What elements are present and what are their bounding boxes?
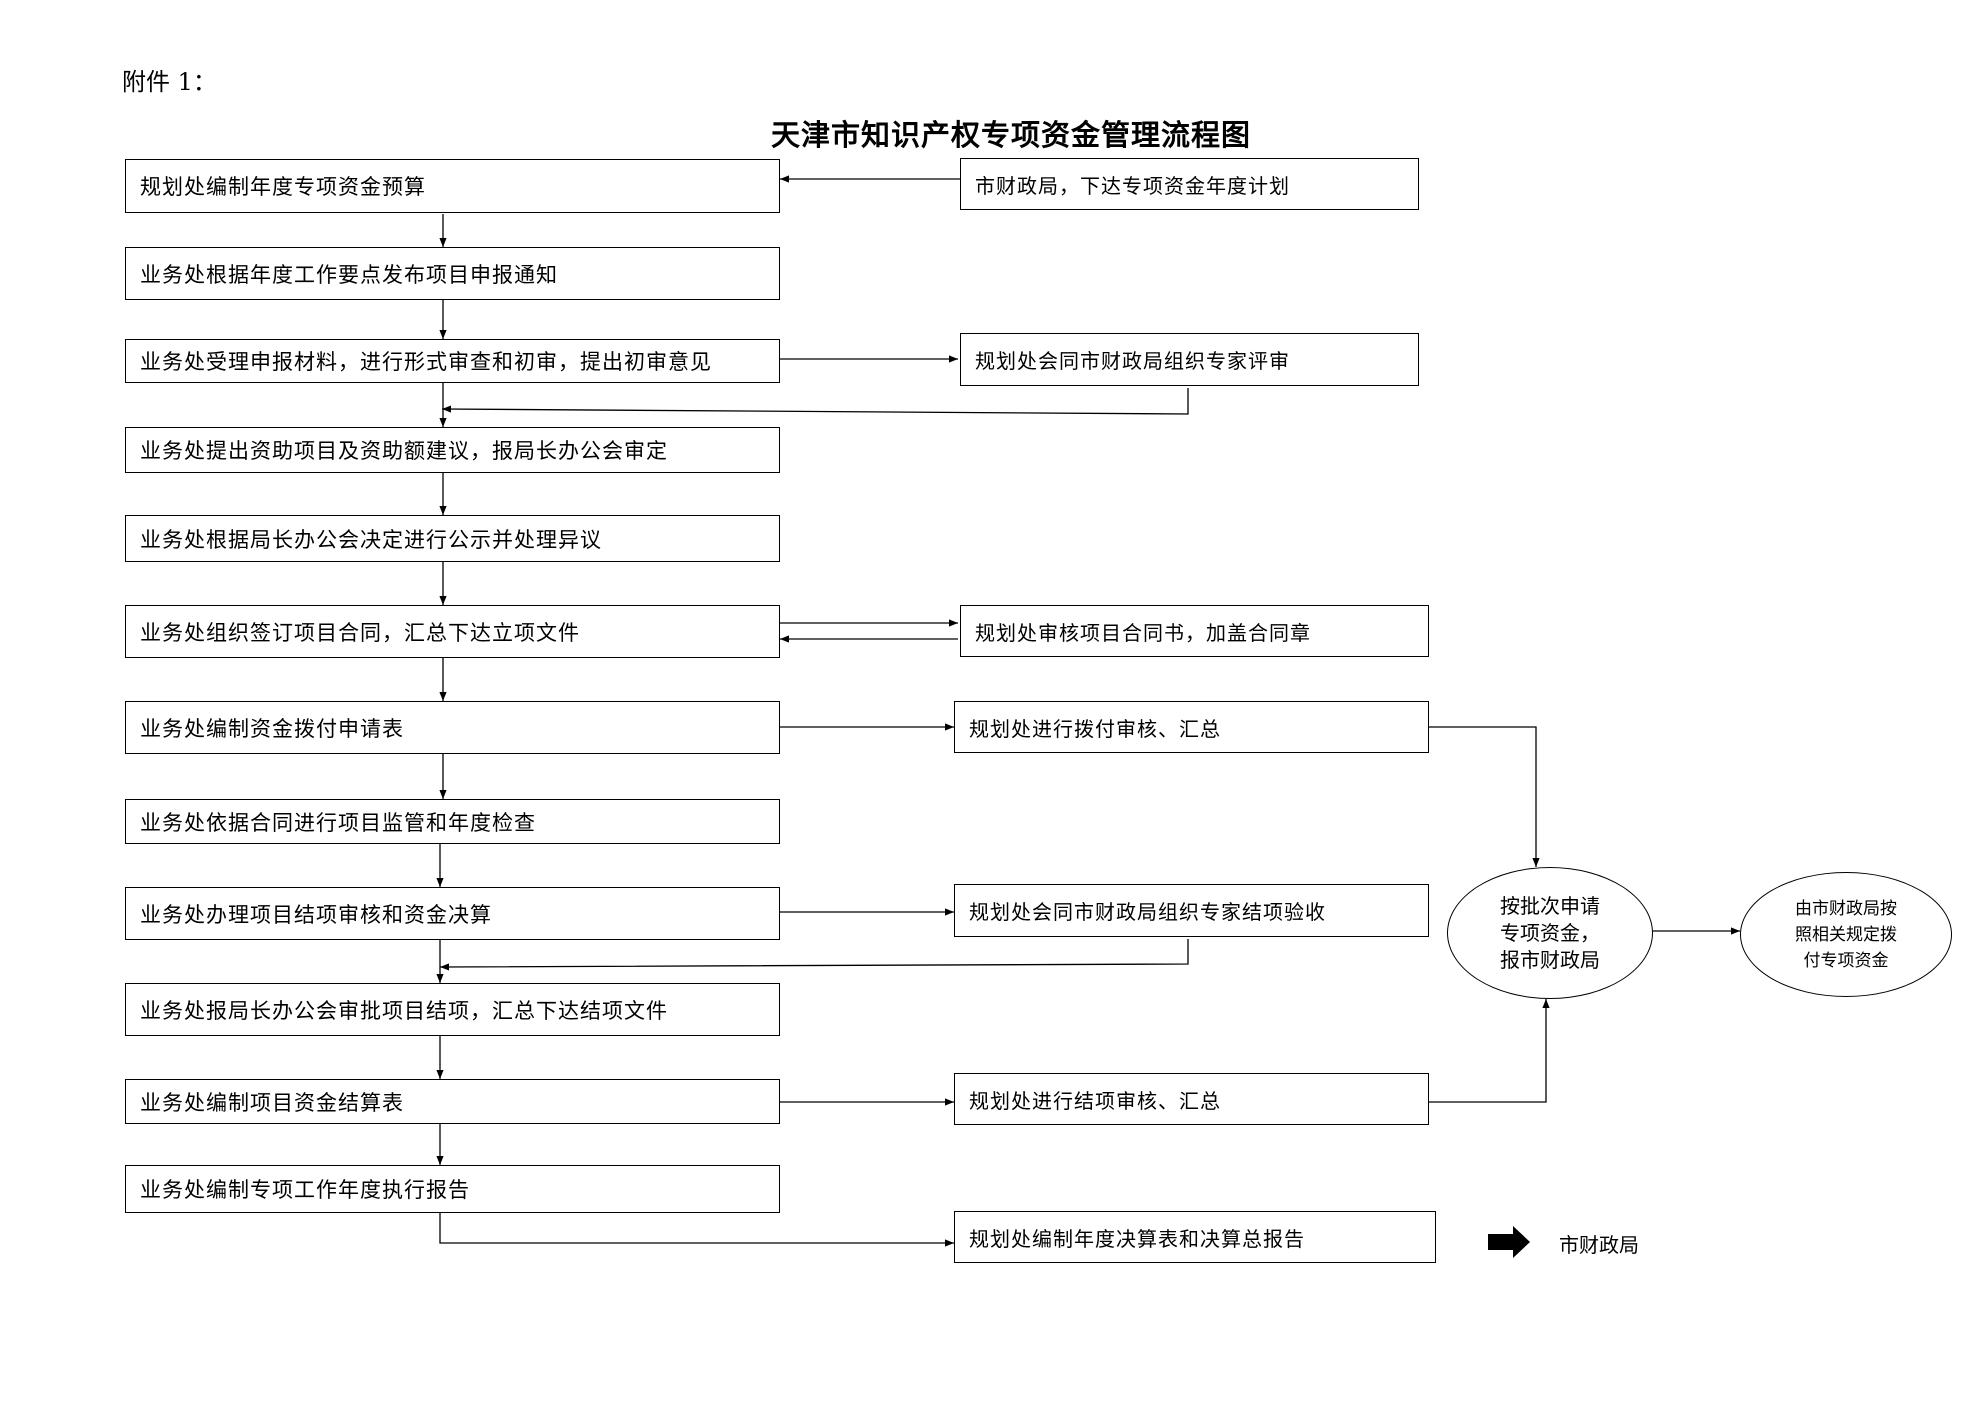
side-final-report: 规划处编制年度决算表和决算总报告	[954, 1211, 1436, 1263]
oval-pay-line-2: 照相关规定拨	[1795, 924, 1897, 945]
page-title: 天津市知识产权专项资金管理流程图	[771, 118, 1252, 152]
step-budget: 规划处编制年度专项资金预算	[125, 159, 780, 213]
side-closing-audit: 规划处进行结项审核、汇总	[954, 1073, 1429, 1125]
step-funding-proposal: 业务处提出资助项目及资助额建议，报局长办公会审定	[125, 427, 780, 473]
oval-apply-line-1: 按批次申请	[1500, 893, 1600, 918]
step-payment-application: 业务处编制资金拨付申请表	[125, 701, 780, 754]
oval-pay-line-3: 付专项资金	[1803, 950, 1889, 971]
step-settlement: 业务处办理项目结项审核和资金决算	[125, 887, 780, 940]
connector-audit-to-oval	[1429, 726, 1540, 867]
oval-apply-funds: 按批次申请 专项资金， 报市财政局	[1447, 867, 1653, 999]
connector-expert-back	[441, 388, 1189, 415]
side-closing-acceptance: 规划处会同市财政局组织专家结项验收	[954, 884, 1429, 937]
step-supervision: 业务处依据合同进行项目监管和年度检查	[125, 799, 780, 844]
oval-pay-line-1: 由市财政局按	[1795, 898, 1897, 919]
oval-apply-line-3: 报市财政局	[1500, 947, 1600, 972]
side-expert-review: 规划处会同市财政局组织专家评审	[960, 333, 1419, 386]
connector-acceptance-back	[439, 939, 1189, 971]
oval-finance-payment: 由市财政局按 照相关规定拨 付专项资金	[1740, 872, 1952, 997]
step-initial-review: 业务处受理申报材料，进行形式审查和初审，提出初审意见	[125, 339, 780, 383]
side-finance-plan: 市财政局，下达专项资金年度计划	[960, 158, 1419, 210]
thick-right-arrow-icon	[1488, 1226, 1530, 1258]
connector-closeaudit-to-oval	[1429, 999, 1550, 1103]
legend-label: 市财政局	[1559, 1233, 1639, 1257]
side-contract-seal: 规划处审核项目合同书，加盖合同章	[960, 605, 1429, 657]
oval-apply-line-2: 专项资金，	[1500, 920, 1600, 945]
step-closing-approval: 业务处报局长办公会审批项目结项，汇总下达结项文件	[125, 983, 780, 1036]
step-fund-statement: 业务处编制项目资金结算表	[125, 1079, 780, 1124]
step-publicity: 业务处根据局长办公会决定进行公示并处理异议	[125, 515, 780, 562]
side-payment-audit: 规划处进行拨付审核、汇总	[954, 701, 1429, 753]
connector-report-to-final	[439, 1213, 954, 1247]
step-announcement: 业务处根据年度工作要点发布项目申报通知	[125, 247, 780, 300]
step-contract-signing: 业务处组织签订项目合同，汇总下达立项文件	[125, 605, 780, 658]
step-annual-report: 业务处编制专项工作年度执行报告	[125, 1165, 780, 1213]
attachment-label: 附件 1：	[122, 68, 217, 96]
